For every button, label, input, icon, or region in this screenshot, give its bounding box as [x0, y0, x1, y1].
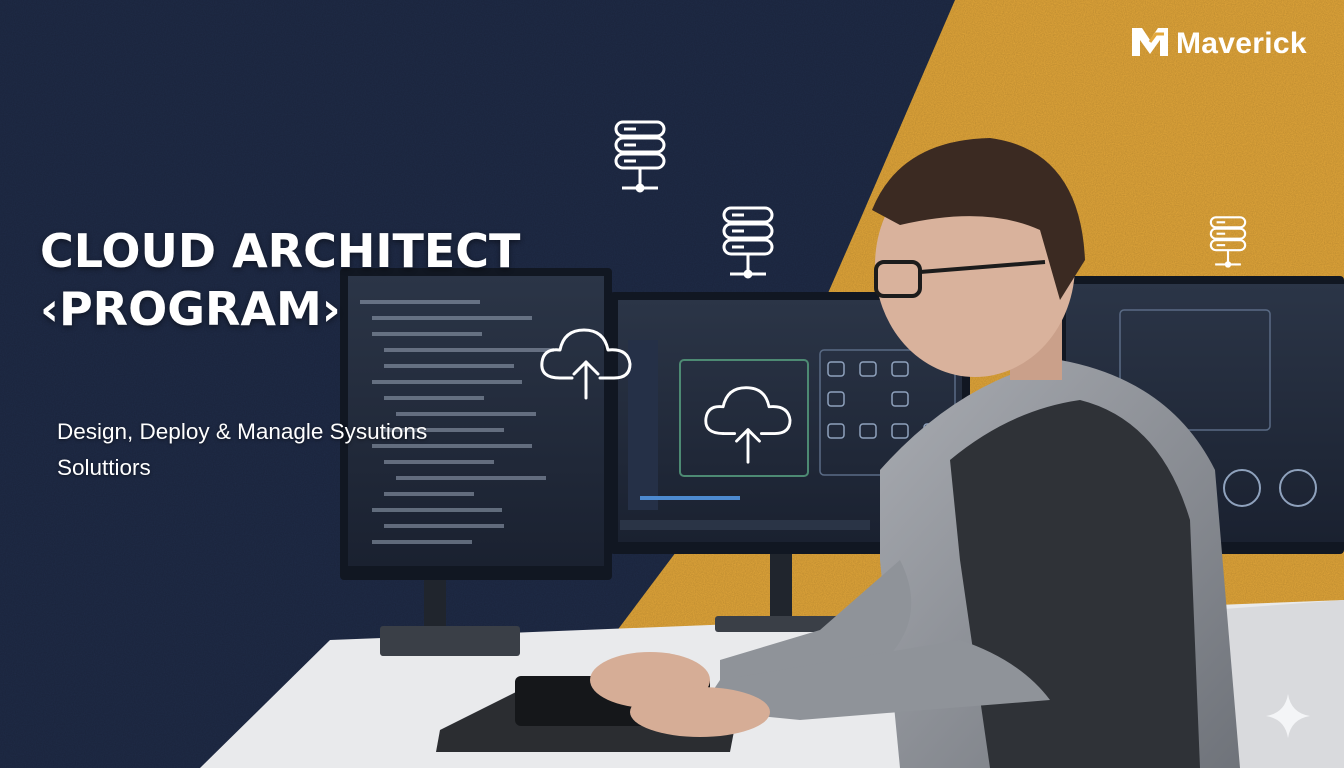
hero-subtitle-line2: Soluttiors: [57, 455, 151, 480]
database-server-icon: [612, 118, 668, 198]
sparkle-icon: [1264, 692, 1312, 740]
hero-title: CLOUD ARCHITECT ‹PROGRAM›: [40, 222, 680, 338]
hero-subtitle: Design, Deploy & Managle Sysutions Solut…: [57, 414, 577, 486]
cloud-upload-icon: [536, 322, 636, 402]
hero-title-line1: CLOUD ARCHITECT: [40, 224, 521, 278]
maverick-m-logo-icon: [1130, 24, 1170, 63]
database-server-icon: [1208, 214, 1248, 272]
brand-logo[interactable]: Maverick: [1130, 24, 1307, 63]
cloud-upload-icon: [700, 380, 796, 466]
hero-subtitle-line1: Design, Deploy & Managle Sysutions: [57, 419, 428, 444]
brand-name: Maverick: [1176, 26, 1307, 60]
database-server-icon: [720, 204, 776, 284]
hero-title-line2: ‹PROGRAM›: [40, 282, 341, 336]
person-hair: [872, 138, 1085, 300]
